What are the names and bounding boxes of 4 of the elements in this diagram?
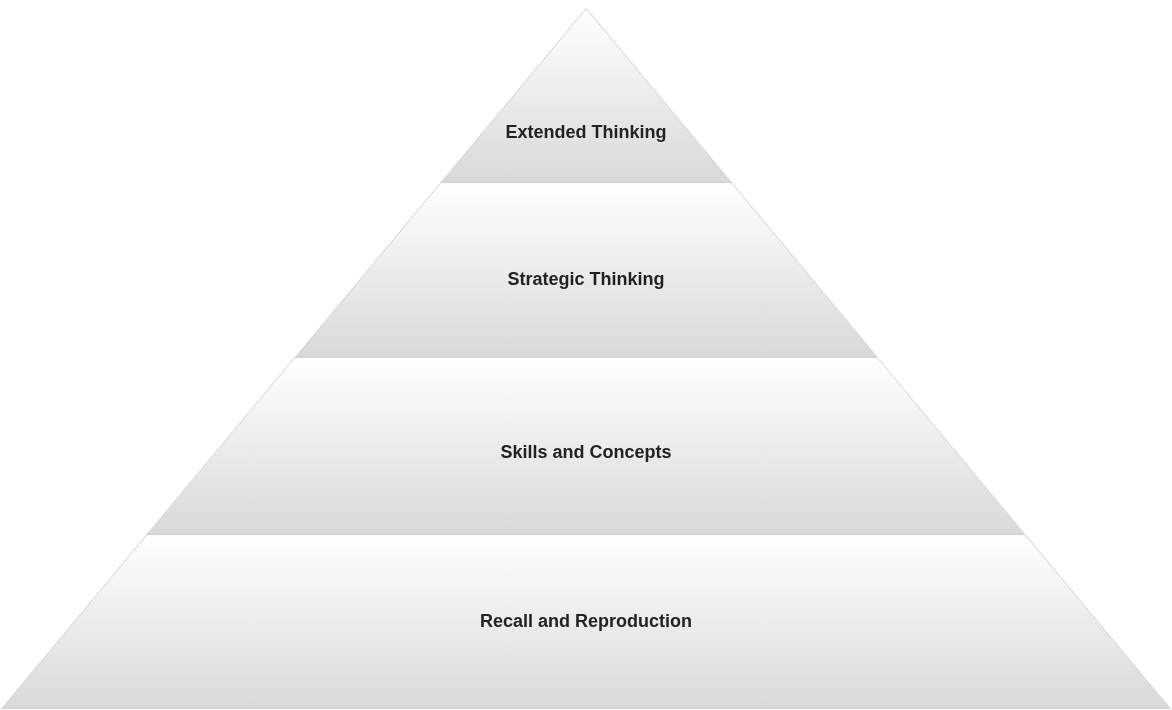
level-label: Extended Thinking [505, 121, 667, 144]
level-label: Skills and Concepts [500, 441, 672, 464]
level-label: Strategic Thinking [507, 268, 665, 291]
level-label: Recall and Reproduction [480, 610, 692, 633]
